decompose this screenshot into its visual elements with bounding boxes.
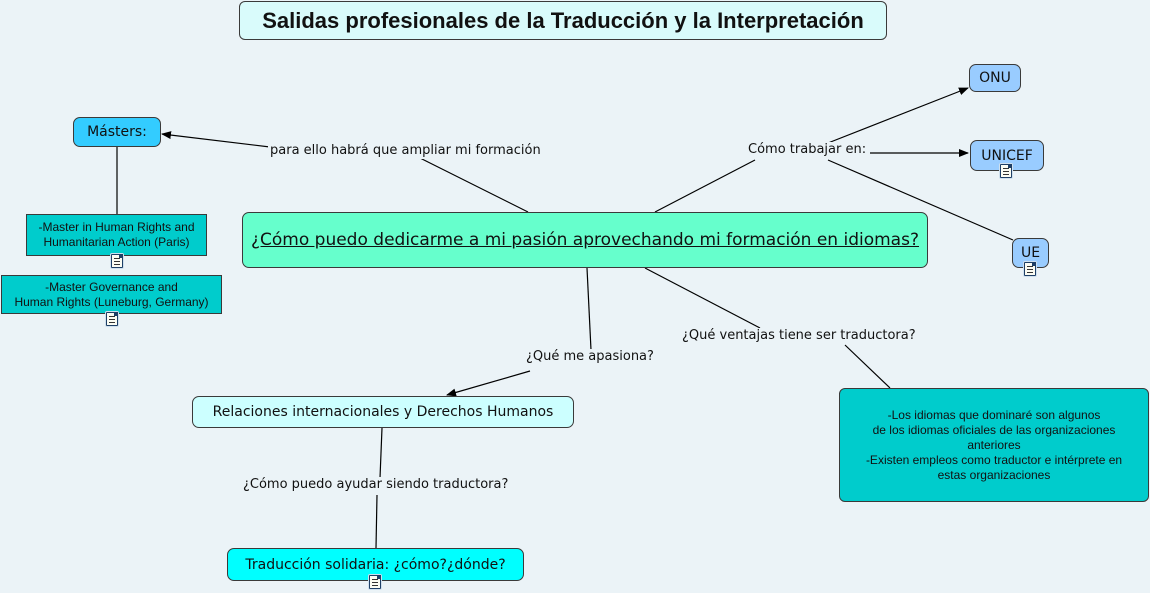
ue-label: UE xyxy=(1020,245,1041,261)
info-line-5: estas organizaciones xyxy=(937,467,1051,482)
relaciones-internacionales-node[interactable]: Relaciones internacionales y Derechos Hu… xyxy=(192,396,574,428)
line-formacion-label-to-masters xyxy=(161,131,271,148)
unicef-label: UNICEF xyxy=(981,147,1033,164)
master-gov-line-2: Human Rights (Luneburg, Germany) xyxy=(14,294,209,309)
ventajas-info-node[interactable]: -Los idiomas que dominaré son algunos de… xyxy=(839,388,1149,502)
relaciones-label: Relaciones internacionales y Derechos Hu… xyxy=(212,404,554,420)
info-line-4: -Existen empleos como traductor e intérp… xyxy=(865,452,1123,467)
link-label-apasiona: ¿Qué me apasiona? xyxy=(524,349,656,365)
line-central-to-apasiona-label xyxy=(586,267,592,351)
masters-label: Másters: xyxy=(87,124,147,140)
link-label-ayudar: ¿Cómo puedo ayudar siendo traductora? xyxy=(241,477,511,493)
document-icon[interactable] xyxy=(111,254,123,268)
onu-node[interactable]: ONU xyxy=(969,64,1021,92)
link-label-trabajar: Cómo trabajar en: xyxy=(746,142,869,158)
central-question-text: ¿Cómo puedo dedicarme a mi pasión aprove… xyxy=(251,230,919,250)
master-gov-line-1: -Master Governance and xyxy=(45,279,178,294)
info-line-2: de los idiomas oficiales de las organiza… xyxy=(872,422,1116,437)
document-icon[interactable] xyxy=(1024,262,1036,276)
line-trabajar-to-onu xyxy=(827,87,969,144)
onu-label: ONU xyxy=(979,70,1011,86)
line-trabajar-to-ue xyxy=(827,159,1014,241)
link-label-formacion: para ello habrá que ampliar mi formación xyxy=(268,143,543,159)
master-hr-line-2: Humanitarian Action (Paris) xyxy=(43,235,190,249)
masters-node[interactable]: Másters: xyxy=(73,117,161,147)
line-apasiona-to-relaciones xyxy=(446,370,531,397)
line-central-to-ventajas-label xyxy=(644,267,761,329)
line-central-to-formacion-label xyxy=(419,157,529,213)
line-ayudar-to-traduccion xyxy=(375,494,378,549)
line-relaciones-to-ayudar-label xyxy=(379,427,383,479)
document-icon[interactable] xyxy=(1000,164,1012,178)
link-label-ventajas: ¿Qué ventajas tiene ser traductora? xyxy=(680,328,918,344)
document-icon[interactable] xyxy=(369,575,381,589)
map-title: Salidas profesionales de la Traducción y… xyxy=(239,1,887,40)
info-line-1: -Los idiomas que dominaré son algunos xyxy=(887,407,1101,422)
traduccion-label: Traducción solidaria: ¿cómo?¿dónde? xyxy=(245,556,506,573)
info-line-3: anteriores xyxy=(967,437,1021,452)
master-hr-line-1: -Master in Human Rights and xyxy=(38,220,195,234)
central-question-node[interactable]: ¿Cómo puedo dedicarme a mi pasión aprove… xyxy=(242,212,928,268)
master-governance-node[interactable]: -Master Governance and Human Rights (Lun… xyxy=(1,275,222,314)
master-human-rights-node[interactable]: -Master in Human Rights and Humanitarian… xyxy=(26,214,207,256)
line-central-to-trabajar-label xyxy=(654,159,756,213)
line-ventajas-to-info xyxy=(844,344,891,389)
document-icon[interactable] xyxy=(106,312,118,326)
